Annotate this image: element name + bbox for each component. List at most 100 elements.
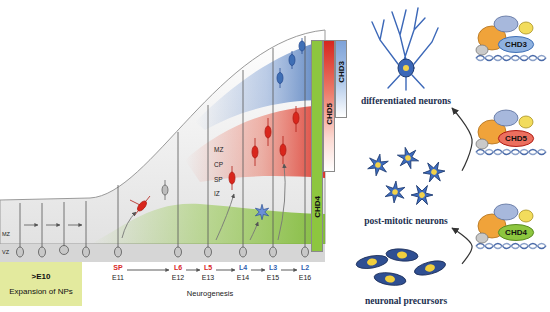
post-mitotic-cell <box>385 180 406 204</box>
chd-subunit: CHD5 <box>498 130 534 147</box>
precursor-cell <box>413 258 447 278</box>
blue-neuron <box>299 41 305 51</box>
stage-label: L6 <box>174 264 182 272</box>
cortex-outline <box>0 30 325 244</box>
stage-label: E16 <box>299 274 311 282</box>
interneuron <box>255 204 268 219</box>
blue-neuron <box>277 38 305 88</box>
migration-arrow <box>250 222 258 240</box>
radial-glia <box>240 247 247 257</box>
radial-glia <box>305 36 306 247</box>
radial-glia <box>20 203 21 247</box>
node-label: differentiated neurons <box>361 96 451 107</box>
differentiated-neuron <box>372 8 438 90</box>
stage-label: E14 <box>237 274 249 282</box>
radial-glia <box>17 247 24 257</box>
differentiation-arrow <box>452 228 472 264</box>
division-arrow <box>68 225 82 226</box>
post-mitotic-cell <box>421 158 448 186</box>
migration-arrow <box>122 212 136 238</box>
migration-arrow <box>216 194 234 240</box>
dna-strand <box>476 56 546 61</box>
node-label: Expansion of NPs <box>9 287 73 297</box>
cell-stage: post-mitotic neurons <box>350 140 462 228</box>
stage-arrow <box>186 270 200 271</box>
precursor-cell <box>373 271 406 287</box>
post-mitotic-cell <box>392 189 398 195</box>
precursor-cell <box>355 248 447 288</box>
post-mitotic-cell <box>430 168 437 175</box>
red-neuron <box>229 172 235 184</box>
cell-stage: neuronal precursors <box>350 240 462 308</box>
subunit-outline <box>498 37 533 53</box>
node-label: post-mitotic neurons <box>364 216 447 227</box>
subplate-neuron <box>130 196 150 216</box>
chd-subunit: CHD4 <box>498 224 534 241</box>
nurd-complex <box>476 110 546 155</box>
radial-glia <box>17 36 309 257</box>
stage-arrow <box>216 270 235 271</box>
complex-subunit <box>494 16 518 32</box>
precursor-cell <box>385 275 396 283</box>
cortical-band <box>195 40 325 130</box>
post-mitotic-cell <box>367 153 390 178</box>
layer-label: CP <box>214 161 223 168</box>
stage-label: Neurogenesis <box>187 290 233 298</box>
layer-label: MZ <box>214 146 223 153</box>
layer-label: SP <box>214 176 223 183</box>
node-label: neuronal precursors <box>365 296 447 307</box>
subunit-label: CHD4 <box>505 228 527 238</box>
radial-glia <box>118 185 119 247</box>
chd-subunit: CHD3 <box>498 36 534 53</box>
radial-glia <box>64 202 65 247</box>
radial-glia <box>243 70 244 247</box>
red-neuron <box>229 106 299 190</box>
nurd-complex <box>476 204 546 249</box>
layer-label: VZ <box>2 249 9 255</box>
dna-strand <box>476 56 546 61</box>
complex-subunit <box>519 22 533 34</box>
red-neuron <box>265 126 271 138</box>
stage-box: >E10Expansion of NPs <box>0 262 82 306</box>
subunit-label: CHD5 <box>505 134 527 144</box>
red-neuron <box>252 146 258 158</box>
radial-glia <box>60 246 69 255</box>
radial-glia <box>205 247 212 257</box>
differentiated-neuron <box>372 8 438 90</box>
precursor-cell <box>355 253 389 270</box>
subplate-neuron <box>136 199 148 212</box>
migration-arrow <box>122 164 285 240</box>
node-label: >E10 <box>32 272 51 282</box>
ventricular-zone <box>0 244 325 262</box>
radial-glia <box>302 247 309 257</box>
radial-glia <box>208 105 209 247</box>
radial-glia <box>83 247 90 257</box>
stage-label: L2 <box>301 264 309 272</box>
migration-arrow <box>278 164 285 240</box>
stage-arrow <box>251 270 265 271</box>
differentiation-arrow <box>452 108 472 171</box>
bar-label: CHD3 <box>336 61 348 83</box>
red-neuron <box>293 112 299 124</box>
stage-arrow <box>127 270 169 271</box>
stage-label: E11 <box>112 274 124 282</box>
radial-glia <box>175 247 182 257</box>
radial-glia <box>273 48 274 247</box>
precursor-cell <box>397 251 408 259</box>
expression-bar: CHD5 <box>323 40 335 172</box>
radial-glia <box>86 201 87 247</box>
post-mitotic-cell <box>396 145 420 171</box>
subunit-label: CHD3 <box>505 40 527 50</box>
precursor-cell <box>373 271 406 287</box>
gray-neuron <box>162 180 168 200</box>
bar-label: CHD4 <box>312 196 324 218</box>
precursor-cell <box>413 258 447 278</box>
cell-stage: differentiated neurons <box>350 4 462 108</box>
division-arrow <box>24 225 82 226</box>
subunit-outline <box>498 131 533 147</box>
radial-glia <box>39 247 46 257</box>
cortical-band <box>90 204 325 244</box>
post-mitotic-cell <box>405 155 412 162</box>
layer-label: IZ <box>214 190 220 197</box>
blue-neuron <box>277 73 283 84</box>
